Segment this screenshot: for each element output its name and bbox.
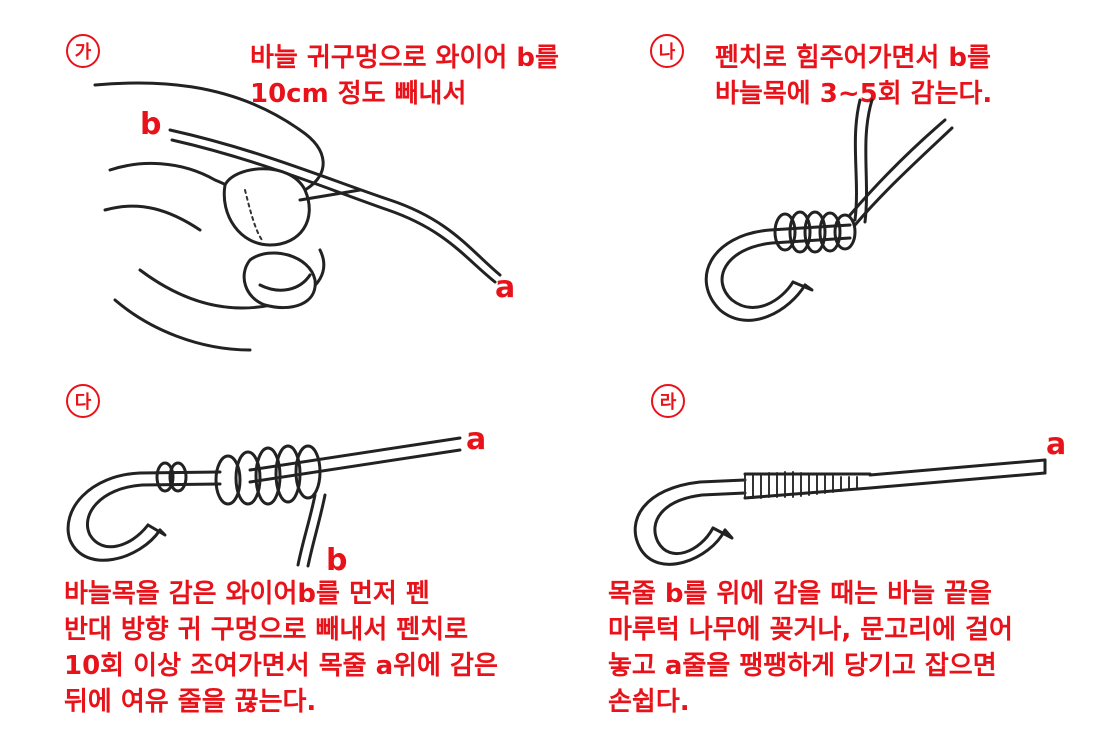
step-marker-1: 가	[66, 34, 100, 68]
caption-line: 목줄 b를 위에 감을 때는 바늘 끝을	[608, 579, 992, 609]
wire-coils	[155, 444, 322, 506]
caption-line: 바늘목에 3~5회 감는다.	[715, 79, 993, 109]
step-caption-1: 바늘 귀구멍으로 와이어 b를 10cm 정도 빼내서	[250, 40, 559, 112]
wire-coils	[773, 210, 857, 254]
wire-label-b: b	[326, 543, 348, 578]
snell-knot-illustration	[66, 436, 462, 568]
step-panel-2: 나 펜치로 힘주어가면서 b를 바늘목에 3~5회 감는다.	[550, 0, 1100, 370]
step-panel-4: 라 a 목줄 b를 위	[550, 370, 1100, 750]
step-marker-4: 라	[651, 384, 685, 418]
wire-label-b: b	[140, 107, 162, 142]
caption-line: 10cm 정도 빼내서	[250, 79, 467, 109]
wire-label-a: a	[1046, 427, 1067, 462]
hand-threading-illustration	[93, 81, 502, 352]
step-caption-2: 펜치로 힘주어가면서 b를 바늘목에 3~5회 감는다.	[715, 40, 992, 112]
caption-line: 바늘목을 감은 와이어b를 먼저 펜	[64, 579, 430, 609]
finished-knot-illustration	[633, 458, 1047, 566]
caption-line: 반대 방향 귀 구멍으로 빼내서 펜치로	[64, 615, 469, 645]
wire-label-a: a	[495, 270, 516, 305]
wire-label-a: a	[466, 422, 487, 457]
caption-line: 바늘 귀구멍으로 와이어 b를	[250, 43, 559, 73]
step-panel-1: 가 바늘 귀구멍으로 와이어 b를 10cm 정도 빼내서 b a	[0, 0, 559, 370]
caption-line: 마루턱 나무에 꽂거나, 문고리에 걸어	[608, 615, 1013, 645]
caption-line: 뒤에 여유 줄을 끊는다.	[64, 687, 317, 717]
caption-line: 놓고 a줄을 팽팽하게 당기고 잡으면	[608, 651, 997, 681]
wire-coils	[743, 471, 872, 500]
caption-line: 손쉽다.	[608, 687, 690, 717]
hook-wrap-illustration	[704, 98, 954, 322]
caption-line: 펜치로 힘주어가면서 b를	[715, 43, 991, 73]
step-caption-3: 바늘목을 감은 와이어b를 먼저 펜 반대 방향 귀 구멍으로 빼내서 펜치로 …	[64, 576, 498, 720]
step-panel-3: 다 a b 바늘목을 감은 와이어b를 먼저 펜 반대 방향 귀 구멍으로 빼내…	[0, 370, 550, 750]
step-caption-4: 목줄 b를 위에 감을 때는 바늘 끝을 마루턱 나무에 꽂거나, 문고리에 걸…	[608, 576, 1013, 720]
caption-line: 10회 이상 조여가면서 목줄 a위에 감은	[64, 651, 498, 681]
step-marker-3: 다	[66, 384, 100, 418]
step-marker-2: 나	[650, 34, 684, 68]
